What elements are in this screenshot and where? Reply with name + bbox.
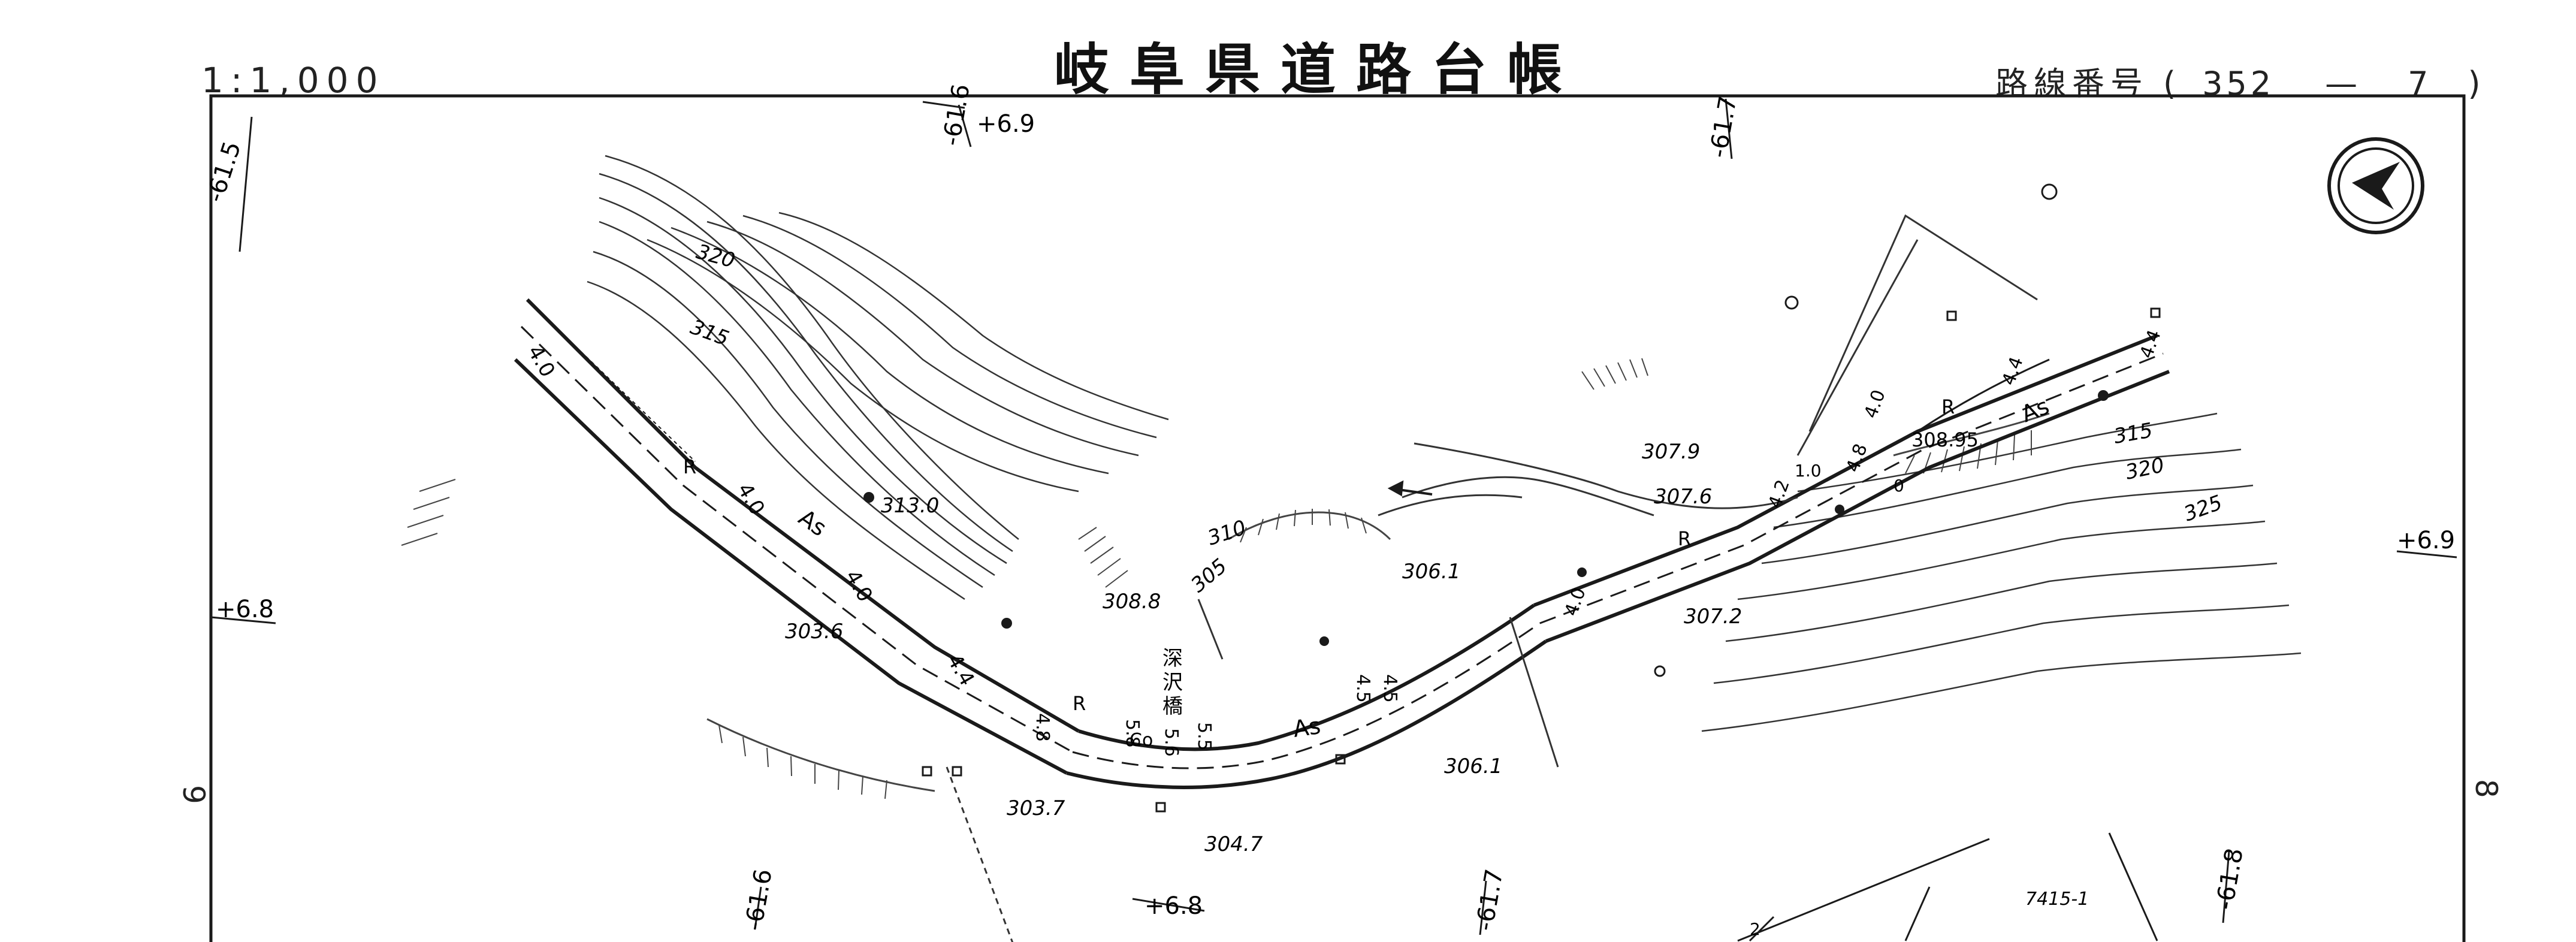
road-right <box>1533 334 2170 643</box>
grid-mark-label: -61.6 <box>740 867 778 933</box>
width-label: 0 <box>1894 476 1904 496</box>
elevation-label: 306.1 <box>1444 754 1502 778</box>
width-label: 4.8 <box>1843 441 1872 475</box>
north-arrow-icon <box>2327 137 2424 234</box>
contour-label: 320 <box>694 240 738 273</box>
width-label: 5.8 <box>1122 719 1143 748</box>
contour-label: 320 <box>2124 453 2167 485</box>
elevation-label: 308.95 <box>1911 428 1979 451</box>
grid-mark-label: -61.7 <box>1705 94 1743 160</box>
width-label: 5.5 <box>1194 722 1215 751</box>
elevation-label: 307.2 <box>1684 605 1742 629</box>
road-upper-left <box>514 298 1080 775</box>
grid-mark-label: -61.6 <box>938 82 976 148</box>
right-sheet-number: 8 <box>2469 779 2503 798</box>
route-close-paren: ) <box>2468 65 2481 102</box>
width-label: 4.5 <box>1352 674 1373 703</box>
contour-lines-upper-left <box>587 155 1169 600</box>
width-label: 4.4 <box>1998 354 2028 388</box>
width-label: 4.0 <box>732 479 769 520</box>
grid-mark-label: +6.9 <box>977 110 1035 138</box>
left-sheet-number: 9 <box>176 785 211 804</box>
width-label: 4.0 <box>1561 585 1590 619</box>
bridge-name: 深 <box>1162 647 1183 671</box>
elevation-label: 304.7 <box>1204 832 1263 856</box>
elevation-label: 313.0 <box>881 494 939 518</box>
grid-mark-label: -61.5 <box>201 138 247 206</box>
route-open-paren: ( <box>2163 65 2176 102</box>
grid-mark-label: +6.9 <box>2397 527 2455 554</box>
map-symbols <box>922 183 2161 813</box>
width-label: 4.5 <box>1379 674 1400 703</box>
grid-mark-label: +6.8 <box>1144 892 1203 920</box>
elevation-label: 303.7 <box>1007 796 1065 820</box>
grid-mark-label: -61.8 <box>2211 846 2249 912</box>
left-adjacent-sheet: 9 <box>175 785 211 804</box>
bridge-name: 沢 <box>1162 671 1183 695</box>
grid-mark-label: -61.7 <box>1471 867 1509 933</box>
width-label: 4.0 <box>1861 387 1890 421</box>
contour-label: 315 <box>687 315 732 351</box>
contour-label: 310 <box>1204 515 1249 550</box>
map-scale: 1:1,000 <box>201 60 385 101</box>
contour-label: 305 <box>1186 554 1231 597</box>
elevation-label: 307.9 <box>1642 440 1700 464</box>
pavement-label: As <box>1291 712 1322 742</box>
elevation-label: 306.1 <box>1402 560 1460 584</box>
parcel-number: 2 <box>1750 919 1760 939</box>
contour-label: 315 <box>2112 418 2155 449</box>
flow-arrow-icon <box>1387 480 1433 497</box>
road-label: R <box>683 455 696 478</box>
elevation-label: 303.6 <box>785 620 843 644</box>
map-frame <box>209 94 2466 942</box>
road-label: R <box>1678 527 1691 550</box>
parcel-number: 7415-1 <box>2025 889 2089 910</box>
road-label: R <box>1941 395 1955 418</box>
elevation-label: 307.6 <box>1654 485 1712 509</box>
pavement-label: As <box>794 504 832 541</box>
width-label: 5.6 <box>1161 728 1182 757</box>
right-adjacent-sheet: 8 <box>2468 779 2503 798</box>
road-middle <box>1066 603 1547 789</box>
road-label: R <box>1073 692 1086 715</box>
bridge-name: 橋 <box>1162 695 1183 718</box>
width-label: 4.2 <box>1765 477 1794 511</box>
width-label: 1.0 <box>1795 461 1822 481</box>
elevation-dots <box>863 390 2109 646</box>
pavement-label: Co <box>1130 730 1153 751</box>
contour-lines-right <box>1701 412 2302 732</box>
grid-ticks <box>210 98 2457 935</box>
width-label: 4.4 <box>2136 327 2166 361</box>
map-title: 岐阜県道路台帳 <box>1053 37 1583 102</box>
elevation-label: 308.8 <box>1103 590 1161 614</box>
property-lines <box>1737 832 2158 942</box>
width-label: 4.8 <box>1032 713 1053 742</box>
width-label: 4.0 <box>523 342 560 382</box>
side-paths <box>946 214 2038 942</box>
contour-label: 325 <box>2181 491 2225 527</box>
grid-mark-label: +6.8 <box>216 596 274 623</box>
slope-hatching <box>401 358 2050 799</box>
